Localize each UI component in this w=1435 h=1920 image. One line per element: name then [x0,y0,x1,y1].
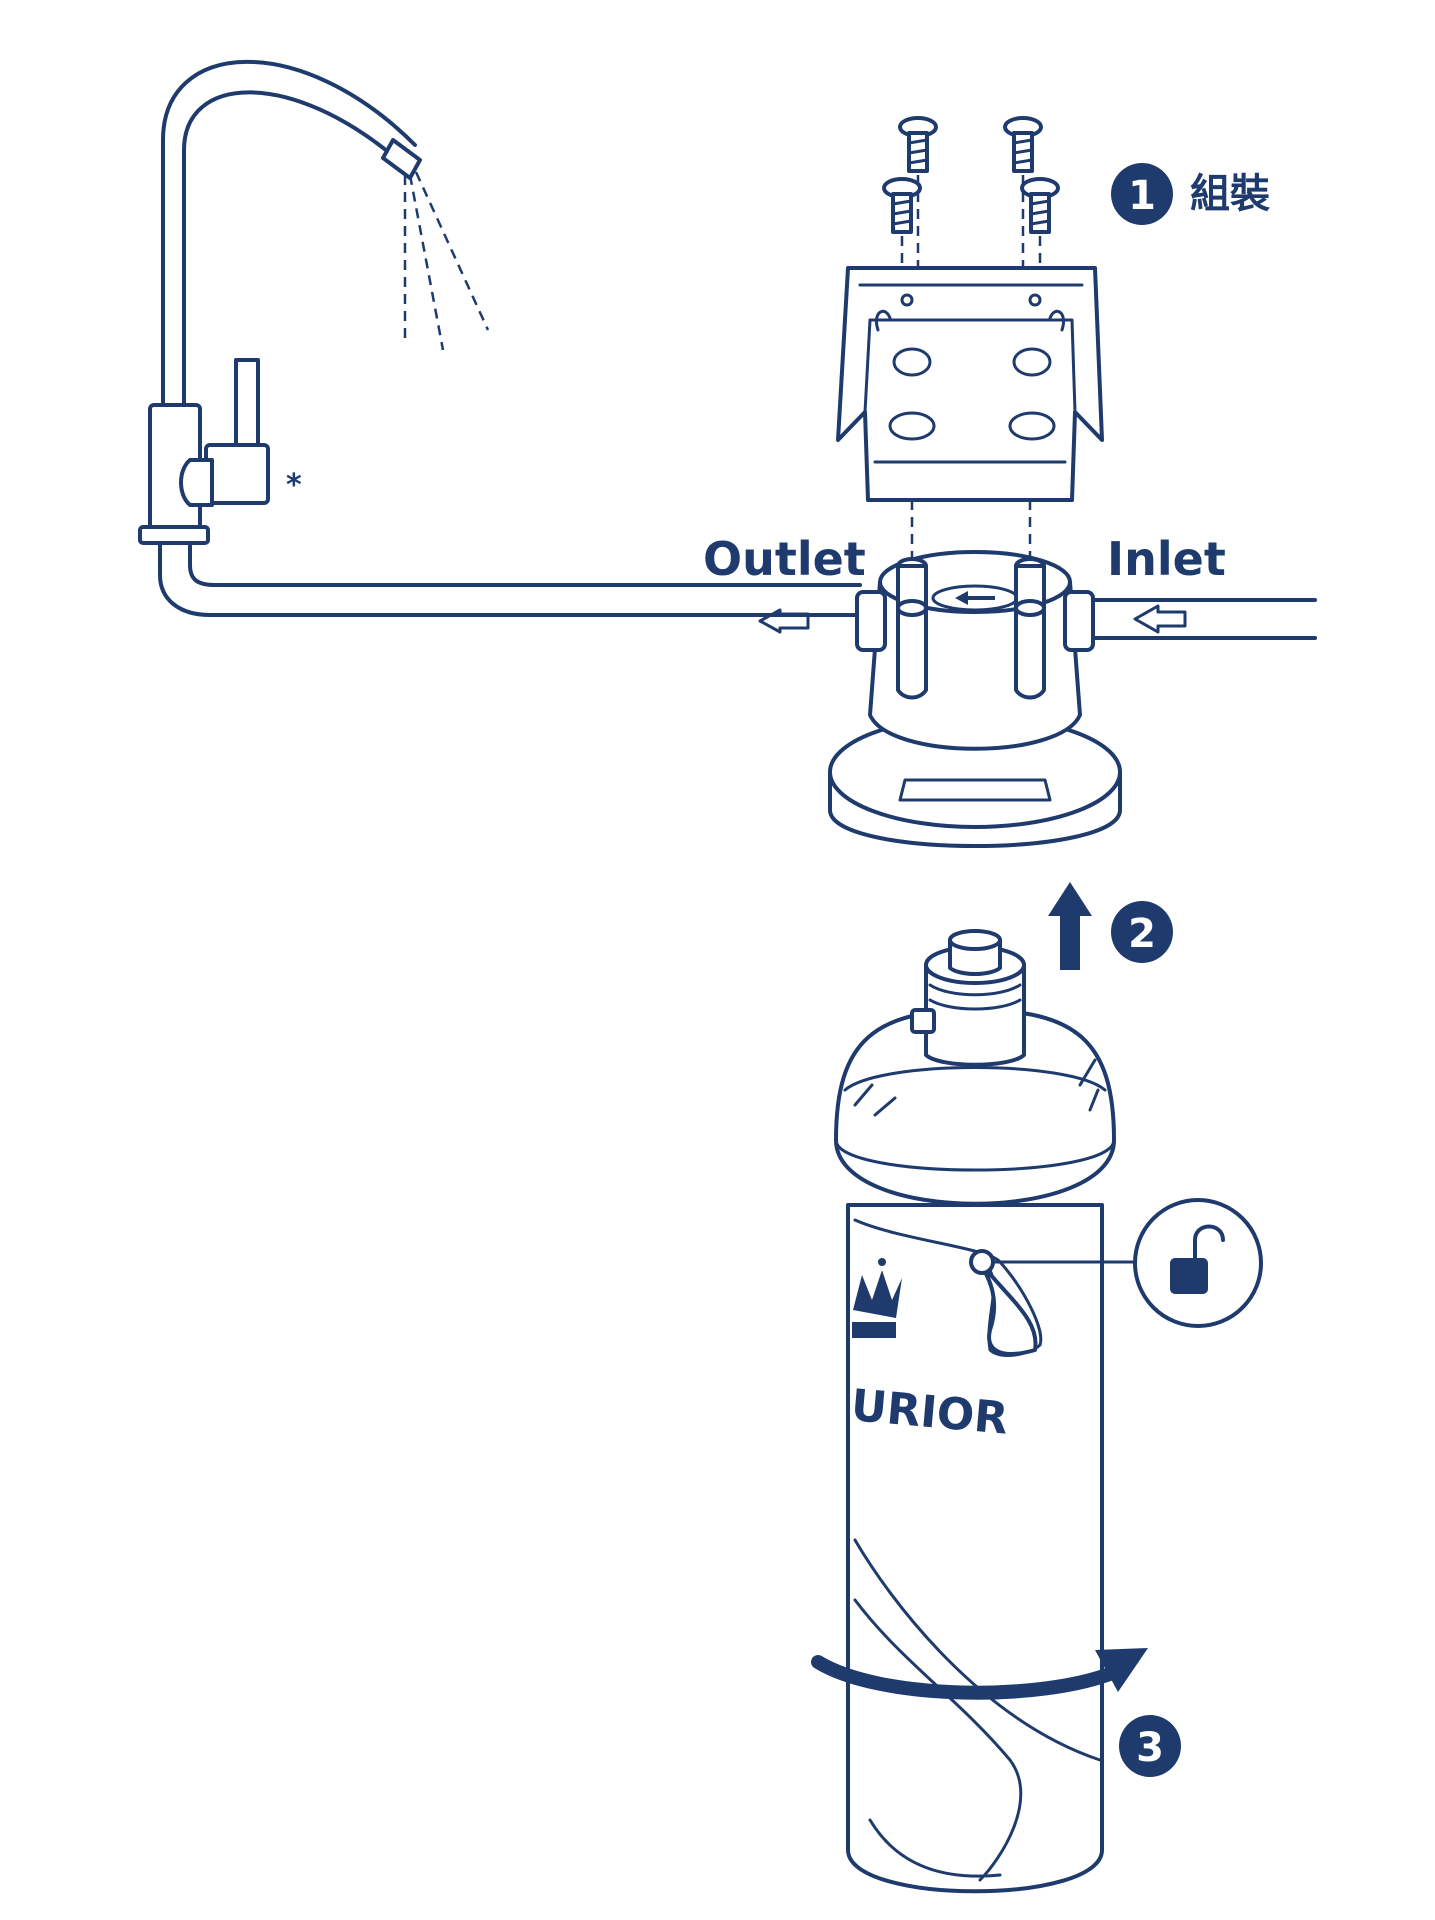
screw-icon [1003,116,1043,173]
outlet-label: Outlet [703,532,866,586]
crown-logo-icon [852,1258,902,1338]
filter-head [828,550,1122,848]
faucet [138,59,862,617]
screw-icon [898,116,938,173]
asterisk-label: * [286,468,302,503]
unlock-callout [969,1198,1263,1328]
mounting-bracket [836,266,1104,560]
step-2-number: 2 [1128,911,1156,957]
step-2-badge: 2 [1111,901,1173,963]
inlet-tube [1083,598,1317,640]
step-3-number: 3 [1136,1725,1164,1771]
inlet-label: Inlet [1107,532,1226,586]
rotate-arrow-icon [811,1655,1122,1700]
outlet-flow-arrow [758,608,810,634]
step-1-number: 1 [1128,173,1156,219]
up-arrow-icon [1048,882,1092,970]
unlock-icon [1170,1224,1225,1294]
step-1-text: 組裝 [1190,171,1270,217]
screw-icon [1020,177,1060,234]
filter-cartridge [834,929,1116,1894]
screw-icon [882,177,922,234]
step-1-badge: 1 [1111,163,1173,225]
step-3-badge: 3 [1119,1715,1181,1777]
screws [882,116,1060,295]
